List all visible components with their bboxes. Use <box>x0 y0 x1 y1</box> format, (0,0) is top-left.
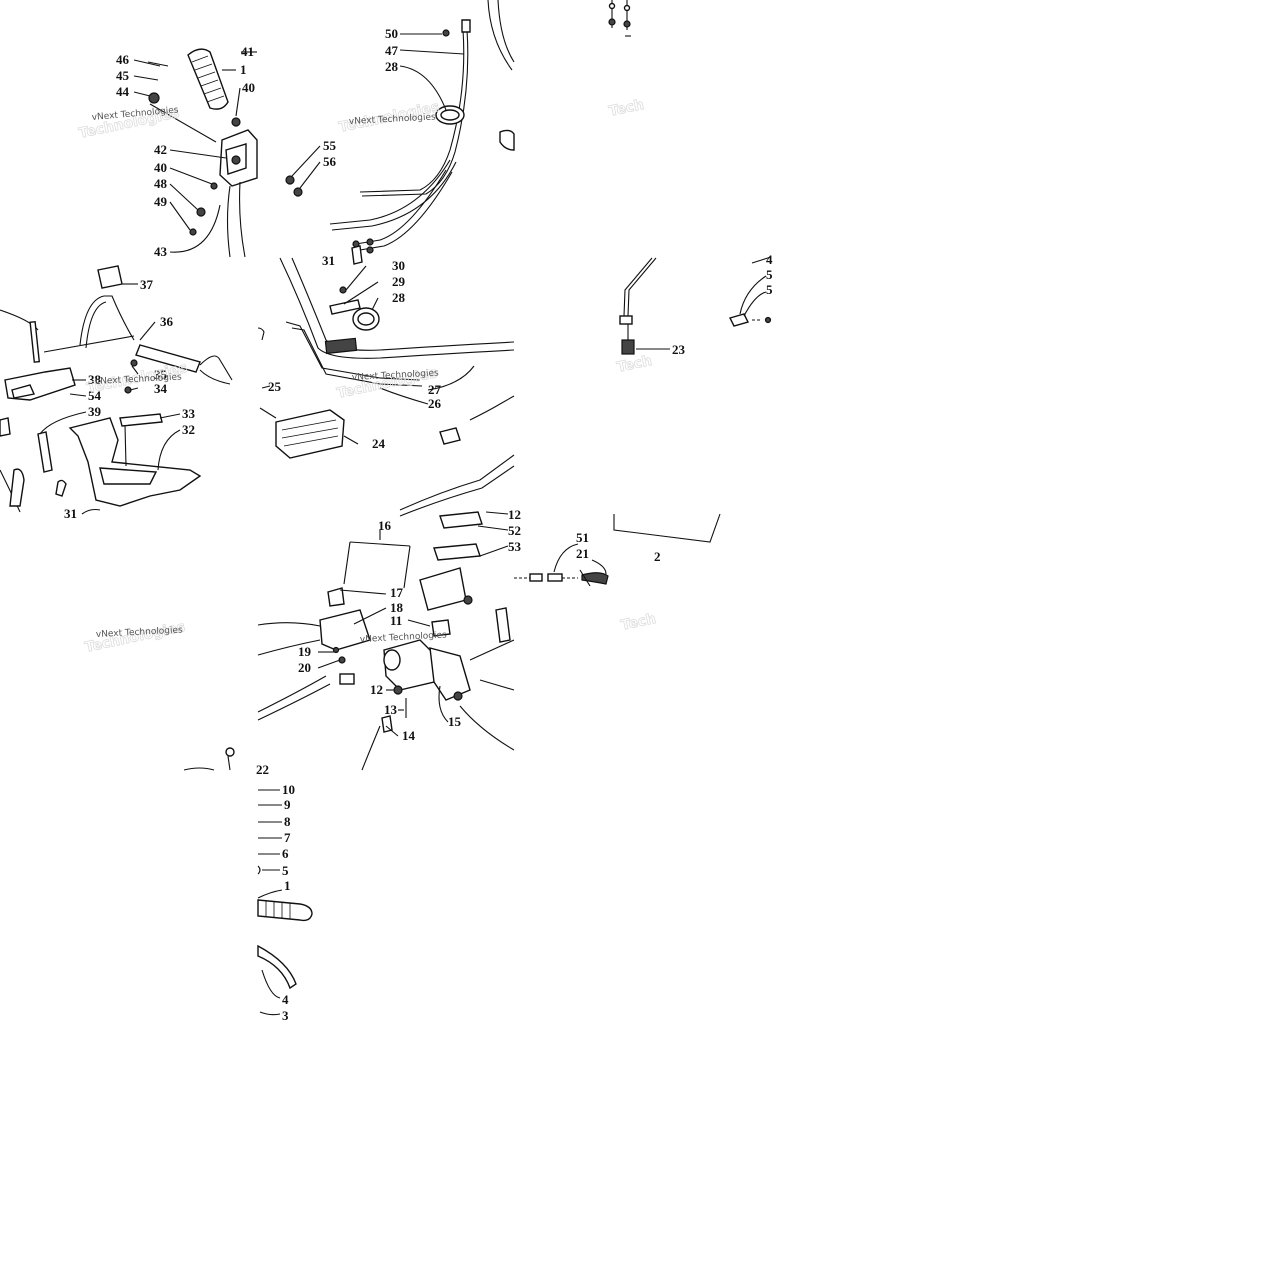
label-38: 38 <box>88 372 102 387</box>
label-51: 51 <box>576 530 589 545</box>
label-4-b: 4 <box>766 252 773 267</box>
label-20: 20 <box>298 660 311 675</box>
label-53: 53 <box>508 539 522 554</box>
label-27: 27 <box>428 382 442 397</box>
label-10: 10 <box>282 782 295 797</box>
label-32: 32 <box>182 422 195 437</box>
label-45: 45 <box>116 68 130 83</box>
tile-switch-side: 4 5 5 23 <box>619 252 773 357</box>
screw-40 <box>231 117 241 127</box>
label-2: 2 <box>654 549 661 564</box>
label-24: 24 <box>372 436 386 451</box>
label-55: 55 <box>323 138 337 153</box>
watermark: vNext Technologies <box>349 112 437 127</box>
watermark: vNext Technologies <box>352 368 440 383</box>
label-28-b: 28 <box>392 290 406 305</box>
svg-text:Tech: Tech <box>608 97 646 120</box>
label-19: 19 <box>298 644 312 659</box>
washer-40 <box>210 182 218 190</box>
label-13: 13 <box>384 702 398 717</box>
tile-top-fragment <box>608 0 631 37</box>
label-30: 30 <box>392 258 405 273</box>
label-31: 31 <box>64 506 77 521</box>
label-12: 12 <box>508 507 521 522</box>
label-52: 52 <box>508 523 521 538</box>
label-43: 43 <box>154 244 168 259</box>
label-29: 29 <box>392 274 406 289</box>
label-28: 28 <box>385 59 399 74</box>
tile-right-grip: 22 10 9 8 7 6 5 1 4 3 <box>183 747 313 1023</box>
label-5: 5 <box>282 863 289 878</box>
label-17: 17 <box>390 585 404 600</box>
label-5-b: 5 <box>766 267 773 282</box>
watermark: vNext Technologies <box>360 630 448 645</box>
label-39: 39 <box>88 404 102 419</box>
tile-grip-throttle: 46 45 44 41 1 40 42 40 48 49 43 Technolo… <box>77 44 258 259</box>
label-48: 48 <box>154 176 168 191</box>
label-50: 50 <box>385 26 398 41</box>
label-1: 1 <box>240 62 247 77</box>
label-31-b: 31 <box>322 253 335 268</box>
throttle-housing <box>219 129 258 258</box>
label-42: 42 <box>154 142 167 157</box>
label-40: 40 <box>242 80 255 95</box>
label-56: 56 <box>323 154 337 169</box>
washer-48 <box>196 207 206 217</box>
label-18: 18 <box>390 600 404 615</box>
label-44: 44 <box>116 84 130 99</box>
nut-44 <box>148 92 160 104</box>
screw-49 <box>189 228 197 236</box>
label-1-b: 1 <box>284 878 291 893</box>
label-34: 34 <box>154 381 168 396</box>
watermark: vNext Technologies <box>95 372 183 387</box>
label-23: 23 <box>672 342 686 357</box>
label-35: 35 <box>154 367 168 382</box>
label-46: 46 <box>116 52 130 67</box>
label-40-b: 40 <box>154 160 167 175</box>
watermark: vNext Technologies <box>96 625 184 640</box>
label-3: 3 <box>282 1008 289 1023</box>
part-37 <box>97 265 123 289</box>
label-47: 47 <box>385 43 399 58</box>
svg-text:Tech: Tech <box>620 611 658 634</box>
tile-throttle-lever: 37 36 38 35 54 34 39 33 32 31 Technologi… <box>0 265 233 521</box>
label-36: 36 <box>160 314 174 329</box>
label-25: 25 <box>268 379 282 394</box>
tile-brake-assembly: 16 12 52 53 17 18 11 19 20 12 13 14 15 v… <box>257 454 522 771</box>
label-21: 21 <box>576 546 589 561</box>
label-54: 54 <box>88 388 102 403</box>
label-6: 6 <box>282 846 289 861</box>
label-26: 26 <box>428 396 442 411</box>
label-22: 22 <box>256 762 269 777</box>
label-12-b: 12 <box>370 682 383 697</box>
ghost-watermarks: Tech Tech Tech <box>607 96 658 634</box>
label-11: 11 <box>390 613 402 628</box>
label-15: 15 <box>448 714 462 729</box>
label-14: 14 <box>402 728 416 743</box>
label-5-c: 5 <box>766 282 773 297</box>
label-8: 8 <box>284 814 291 829</box>
svg-text:Tech: Tech <box>616 353 654 376</box>
tile-cable-end: 51 21 2 <box>514 513 721 587</box>
label-33: 33 <box>182 406 196 421</box>
label-4: 4 <box>282 992 289 1007</box>
handlebar-grip <box>187 48 229 110</box>
label-41: 41 <box>241 44 254 59</box>
label-49: 49 <box>154 194 168 209</box>
label-9: 9 <box>284 797 291 812</box>
label-37: 37 <box>140 277 154 292</box>
label-16: 16 <box>378 518 392 533</box>
label-7: 7 <box>284 830 291 845</box>
